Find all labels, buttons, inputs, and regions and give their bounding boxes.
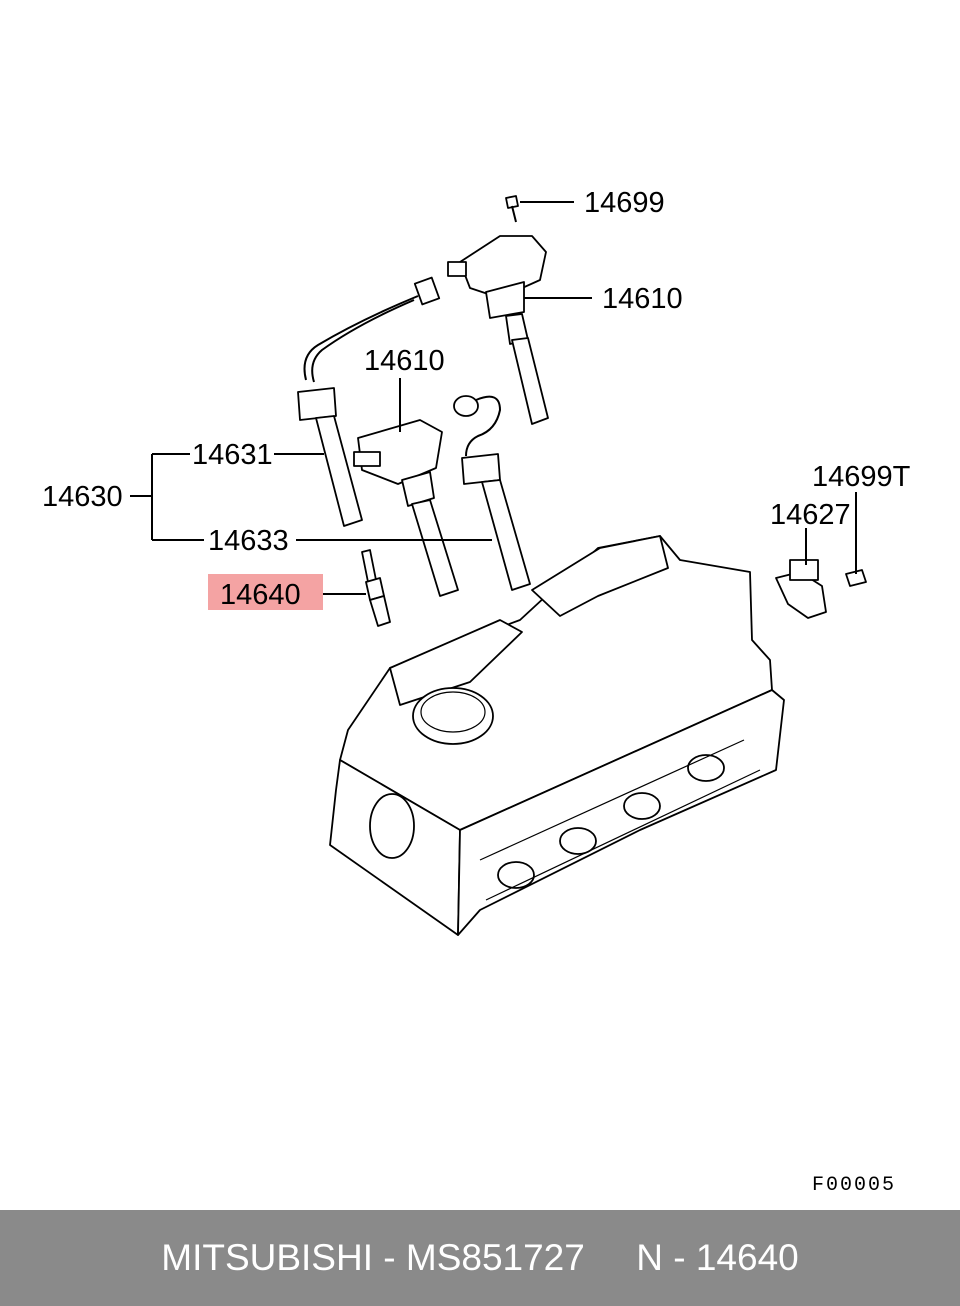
callout-14640[interactable]: 14640 (220, 579, 301, 611)
figure-code: F00005 (812, 1174, 896, 1197)
callout-14610-upper[interactable]: 14610 (602, 283, 683, 315)
callout-14610-lower[interactable]: 14610 (364, 345, 445, 377)
callout-14699[interactable]: 14699 (584, 187, 665, 219)
ignition-coil-upper (303, 195, 549, 425)
parts-diagram: 14699 14610 14610 14631 14630 14633 1464… (42, 187, 911, 1197)
cylinder-head-drawing (329, 535, 785, 936)
footer-bar: MITSUBISHI - MS851727 N - 14640 (0, 1210, 960, 1306)
callout-14630[interactable]: 14630 (42, 481, 123, 513)
callout-14631[interactable]: 14631 (192, 439, 273, 471)
spark-plug-drawing (361, 549, 391, 627)
callout-14633[interactable]: 14633 (208, 525, 289, 557)
highlight-box (208, 574, 323, 610)
callout-14627[interactable]: 14627 (770, 499, 851, 531)
ignition-coil-lower (353, 419, 459, 597)
footer-text: MITSUBISHI - MS851727 N - 14640 (161, 1237, 799, 1278)
cable-14633 (453, 395, 531, 591)
cable-14631 (297, 387, 363, 527)
leader-lines (130, 201, 857, 595)
callout-14699T[interactable]: 14699T (812, 461, 911, 493)
sensor-drawing (775, 559, 867, 619)
